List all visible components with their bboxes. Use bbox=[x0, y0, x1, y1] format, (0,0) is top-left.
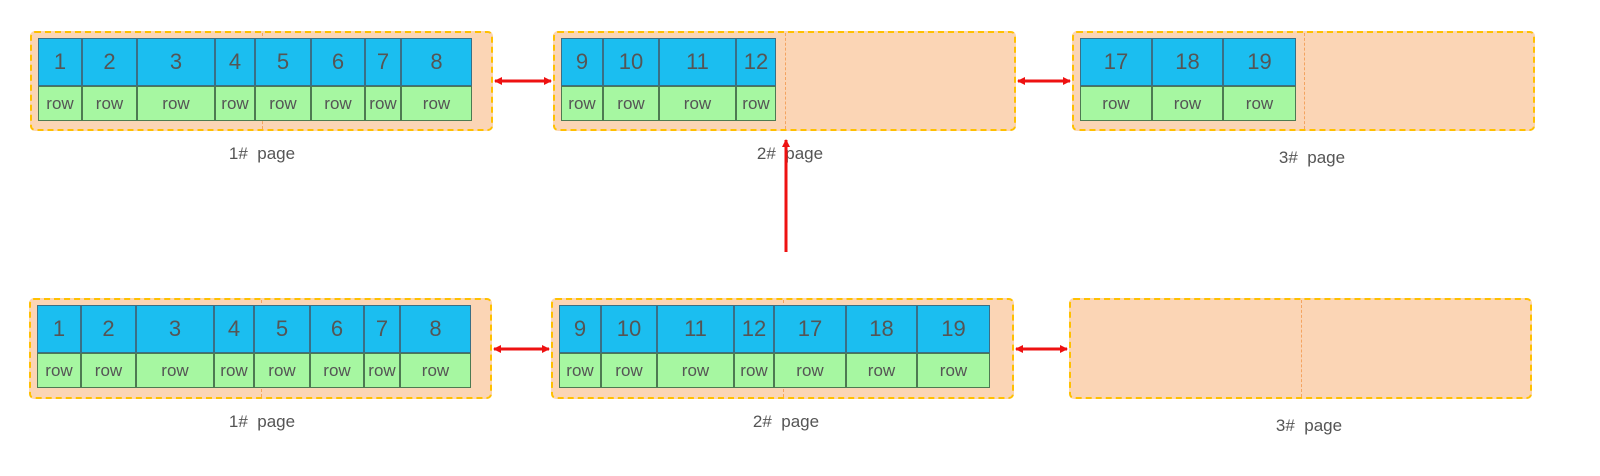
row-cell: row bbox=[136, 353, 214, 388]
key-cell: 2 bbox=[81, 305, 136, 353]
key-cell: 10 bbox=[601, 305, 657, 353]
row-cell: row bbox=[917, 353, 990, 388]
row-cell: row bbox=[215, 86, 255, 121]
row-cell: row bbox=[401, 86, 472, 121]
row-cell: row bbox=[601, 353, 657, 388]
row-cell: row bbox=[1223, 86, 1296, 121]
row-cell: row bbox=[846, 353, 917, 388]
key-cell: 5 bbox=[254, 305, 310, 353]
key-cell: 4 bbox=[214, 305, 254, 353]
key-cell: 6 bbox=[311, 38, 365, 86]
row-cell: row bbox=[774, 353, 846, 388]
page-midline bbox=[1303, 33, 1305, 129]
row-cell: row bbox=[1080, 86, 1152, 121]
page-midline bbox=[1300, 300, 1302, 397]
row-cell: row bbox=[365, 86, 401, 121]
key-cell: 5 bbox=[255, 38, 311, 86]
key-cell: 11 bbox=[657, 305, 734, 353]
row-cell: row bbox=[137, 86, 215, 121]
row-cell: row bbox=[82, 86, 137, 121]
row-cell: row bbox=[254, 353, 310, 388]
key-cell: 1 bbox=[37, 305, 81, 353]
key-cell: 18 bbox=[846, 305, 917, 353]
row-cell: row bbox=[734, 353, 774, 388]
row-cell: row bbox=[603, 86, 659, 121]
row-cell: row bbox=[736, 86, 776, 121]
row-cell: row bbox=[561, 86, 603, 121]
key-cell: 6 bbox=[310, 305, 364, 353]
key-cell: 9 bbox=[559, 305, 601, 353]
row-cell: row bbox=[311, 86, 365, 121]
key-cell: 18 bbox=[1152, 38, 1223, 86]
row-cell: row bbox=[310, 353, 364, 388]
key-cell: 7 bbox=[365, 38, 401, 86]
key-cell: 12 bbox=[734, 305, 774, 353]
page-label: 3# page bbox=[1275, 416, 1343, 435]
page-label: 2# page bbox=[756, 144, 824, 163]
key-cell: 19 bbox=[1223, 38, 1296, 86]
key-cell: 8 bbox=[401, 38, 472, 86]
key-cell: 3 bbox=[137, 38, 215, 86]
key-cell: 3 bbox=[136, 305, 214, 353]
key-cell: 4 bbox=[215, 38, 255, 86]
page-label: 1# page bbox=[228, 412, 296, 431]
row-cell: row bbox=[659, 86, 736, 121]
row-cell: row bbox=[37, 353, 81, 388]
key-cell: 19 bbox=[917, 305, 990, 353]
key-cell: 10 bbox=[603, 38, 659, 86]
row-cell: row bbox=[364, 353, 400, 388]
row-cell: row bbox=[214, 353, 254, 388]
key-cell: 8 bbox=[400, 305, 471, 353]
key-cell: 11 bbox=[659, 38, 736, 86]
row-cell: row bbox=[400, 353, 471, 388]
page-label: 2# page bbox=[752, 412, 820, 431]
row-cell: row bbox=[559, 353, 601, 388]
key-cell: 9 bbox=[561, 38, 603, 86]
row-cell: row bbox=[255, 86, 311, 121]
row-cell: row bbox=[81, 353, 136, 388]
page-label: 1# page bbox=[228, 144, 296, 163]
key-cell: 17 bbox=[774, 305, 846, 353]
key-cell: 1 bbox=[38, 38, 82, 86]
page-label: 3# page bbox=[1278, 148, 1346, 167]
row-cell: row bbox=[38, 86, 82, 121]
row-cell: row bbox=[1152, 86, 1223, 121]
page-midline bbox=[784, 33, 786, 129]
row-cell: row bbox=[657, 353, 734, 388]
page-3-bottom bbox=[1069, 298, 1532, 399]
key-cell: 12 bbox=[736, 38, 776, 86]
key-cell: 2 bbox=[82, 38, 137, 86]
key-cell: 17 bbox=[1080, 38, 1152, 86]
key-cell: 7 bbox=[364, 305, 400, 353]
